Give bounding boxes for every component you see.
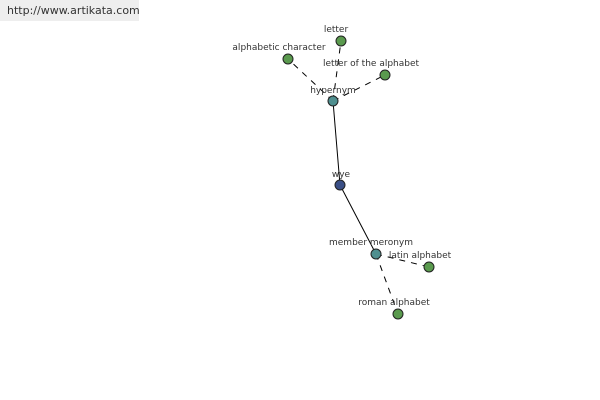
label-layer: wye hypernym member meronym letter alphabeti… <box>232 25 451 308</box>
node-roman-alphabet[interactable] <box>392 308 404 320</box>
node-label-wye[interactable]: wye <box>332 170 351 180</box>
node-label-letter[interactable]: letter <box>324 25 349 35</box>
edge-hypernym-to-alphabetic-character <box>287 58 334 102</box>
node-label-alphabetic-character[interactable]: alphabetic character <box>232 43 325 53</box>
node-letter-of-the-alphabet[interactable] <box>379 69 391 81</box>
node-label-latin-alphabet[interactable]: latin alphabet <box>389 251 452 261</box>
edge-hypernym-to-letter <box>332 40 342 102</box>
node-letter[interactable] <box>335 35 347 47</box>
node-layer <box>282 35 435 320</box>
node-label-roman-alphabet[interactable]: roman alphabet <box>358 298 430 308</box>
edge-layer <box>287 40 430 315</box>
edge-wye-to-member-meronym <box>339 184 377 255</box>
node-hypernym[interactable] <box>327 95 339 107</box>
edge-wye-to-hypernym <box>332 100 341 186</box>
node-member-meronym[interactable] <box>370 248 382 260</box>
node-wye[interactable] <box>334 179 346 191</box>
node-alphabetic-character[interactable] <box>282 53 294 65</box>
node-latin-alphabet[interactable] <box>423 261 435 273</box>
edge-hypernym-to-letter-of-the-alphabet <box>332 74 386 102</box>
source-url-banner[interactable]: http://www.artikata.com <box>0 0 140 21</box>
node-label-member-meronym[interactable]: member meronym <box>329 238 413 248</box>
node-label-letter-of-the-alphabet[interactable]: letter of the alphabet <box>323 59 420 69</box>
edge-member-meronym-to-latin-alphabet <box>375 253 430 268</box>
node-label-hypernym[interactable]: hypernym <box>310 86 356 96</box>
edge-member-meronym-to-roman-alphabet <box>375 253 399 315</box>
